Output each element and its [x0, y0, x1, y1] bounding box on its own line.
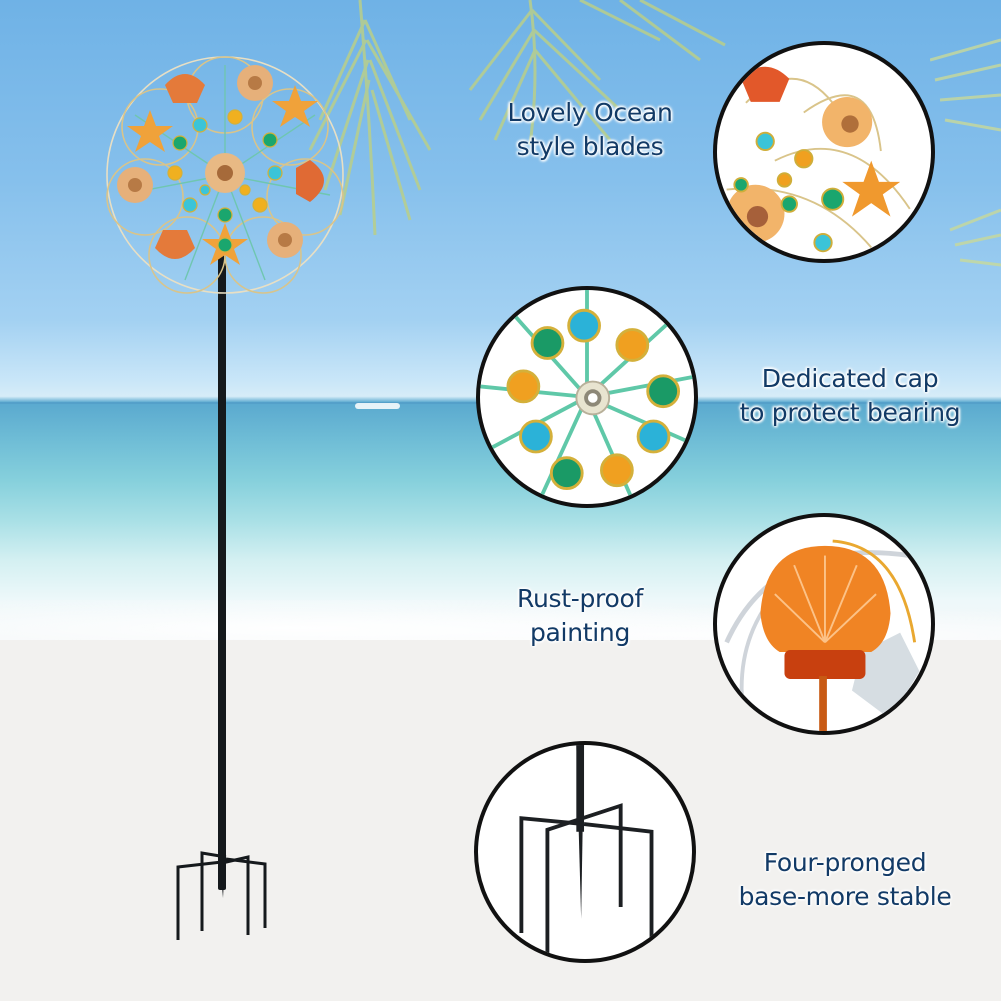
feature-label-line: base-more stable	[738, 882, 952, 911]
feature-label-line: Four-pronged	[763, 848, 927, 877]
feature-label-line: style blades	[516, 132, 664, 161]
feature-label-line: Rust-proof	[517, 584, 643, 613]
feature-label-line: painting	[529, 618, 631, 647]
palm-frond-right-icon	[930, 38, 1001, 267]
four-pronged-base-closeup-icon	[519, 745, 654, 959]
distant-boat	[355, 403, 400, 409]
blade-closeup-icon	[726, 66, 911, 253]
callout-blade-closeup	[713, 41, 935, 263]
feature-label-line: Dedicated cap	[761, 364, 939, 393]
scallop-shell-closeup-icon	[724, 539, 920, 731]
callout-shell-closeup	[713, 513, 935, 735]
callout-bearing-cap-closeup	[476, 286, 698, 508]
feature-label-painting: Rust-proof painting	[480, 582, 680, 650]
feature-label-cap: Dedicated cap to protect bearing	[710, 362, 990, 430]
feature-label-line: to protect bearing	[739, 398, 961, 427]
four-pronged-base-icon	[176, 840, 267, 940]
feature-label-line: Lovely Ocean	[507, 98, 673, 127]
feature-label-blades: Lovely Ocean style blades	[480, 96, 700, 164]
bearing-cap-closeup-icon	[480, 290, 694, 504]
feature-label-base: Four-pronged base-more stable	[700, 846, 990, 914]
ocean-wind-spinner	[106, 56, 344, 294]
callout-base-closeup	[474, 741, 696, 963]
spinner-pole	[218, 250, 226, 890]
